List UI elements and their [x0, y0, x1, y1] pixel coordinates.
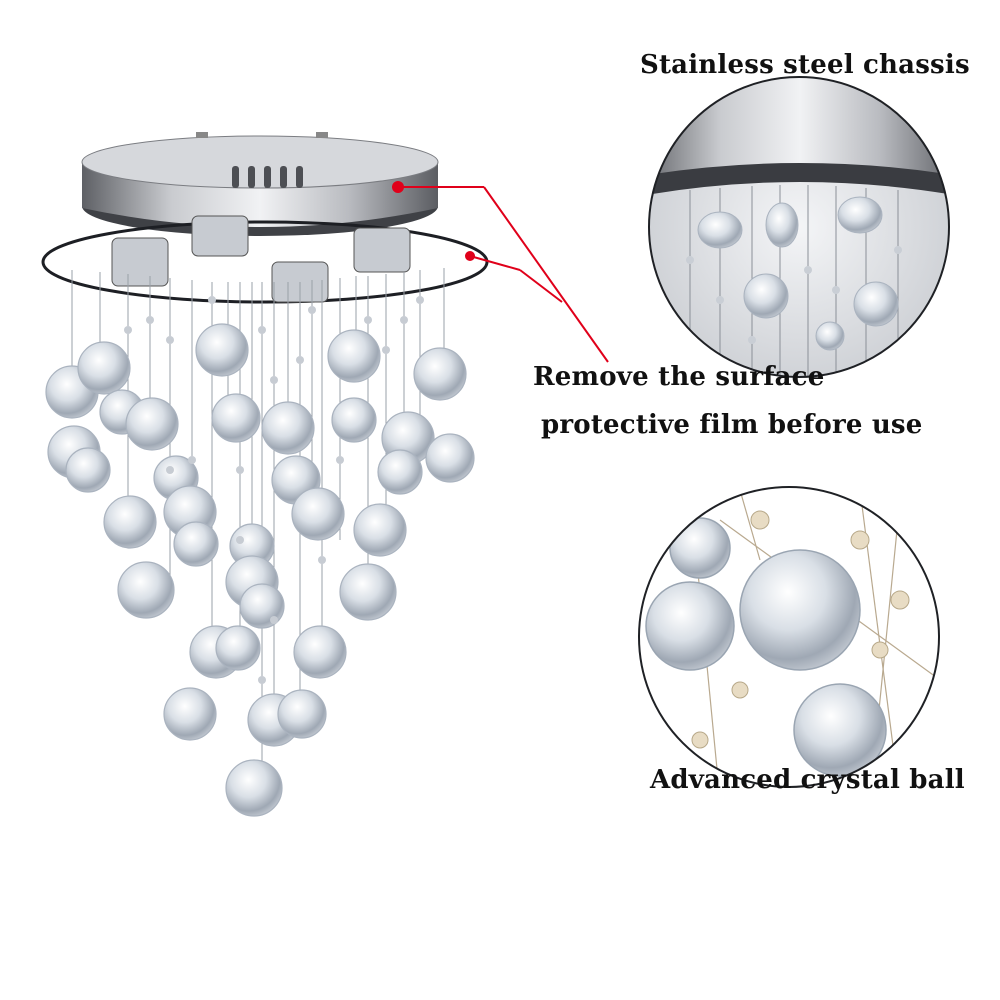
zoom-detail-crystal: [638, 486, 940, 788]
callout-pointers: [403, 186, 609, 363]
callout-dot-chassis: [392, 181, 404, 193]
crystal-beads: [124, 296, 424, 684]
caption-advanced-crystal-ball: Advanced crystal ball: [650, 765, 965, 795]
callout-dot-ring: [465, 251, 475, 261]
lamp-holders: [111, 215, 411, 303]
caption-remove-film-line1: Remove the surface: [533, 362, 825, 392]
chandelier-chassis: [81, 132, 439, 236]
caption-remove-film-line2: protective film before use: [541, 410, 923, 440]
chandelier-ring: [41, 220, 489, 304]
caption-stainless-steel-chassis: Stainless steel chassis: [640, 50, 970, 80]
crystal-balls: [45, 323, 475, 817]
chandelier-illustration: [41, 132, 489, 817]
zoom-detail-chassis: [648, 76, 950, 378]
